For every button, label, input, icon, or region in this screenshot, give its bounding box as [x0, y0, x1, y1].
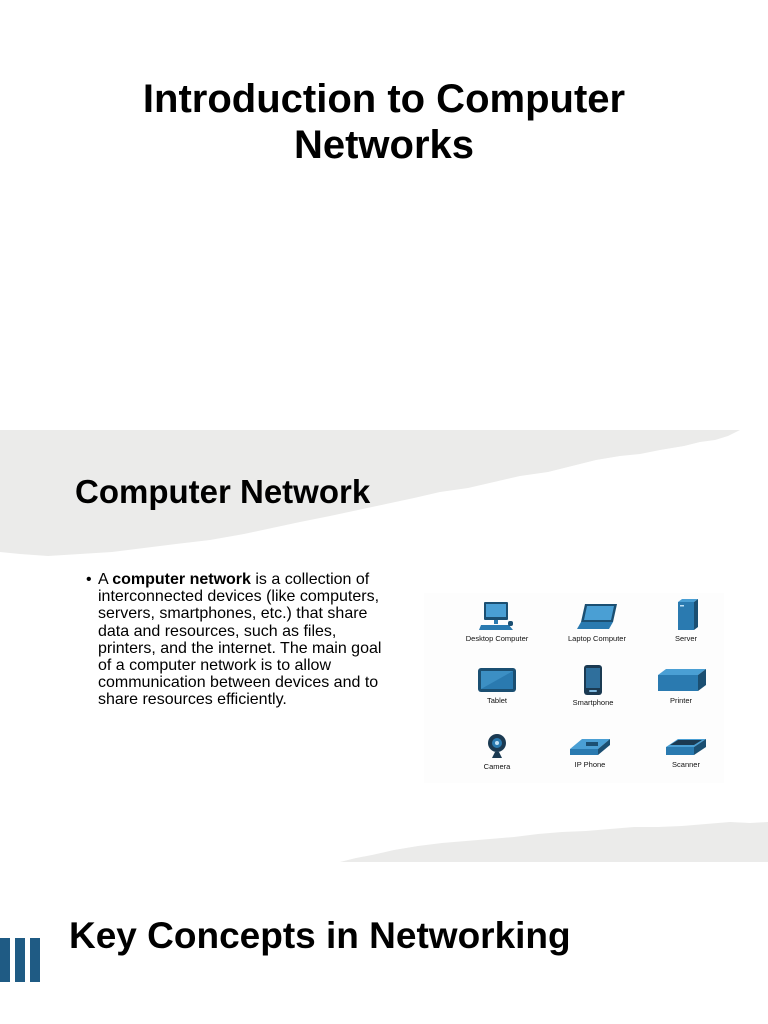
device-label: Camera — [483, 762, 511, 771]
device-ip-phone: IP Phone — [540, 735, 640, 769]
accent-bar — [15, 938, 25, 982]
device-label: Printer — [669, 696, 693, 705]
tablet-icon — [478, 668, 516, 692]
torn-paper-background — [0, 430, 768, 862]
device-printer: Printer — [631, 667, 731, 705]
title-slide: Introduction to Computer Networks — [0, 0, 768, 430]
device-label: Scanner — [672, 760, 700, 769]
device-label: Smartphone — [572, 698, 614, 707]
key-concepts-slide: Key Concepts in Networking — [0, 864, 768, 1024]
device-grid: Desktop Computer Laptop Computer Server — [424, 593, 724, 783]
computer-network-slide: Computer Network A computer network is a… — [0, 430, 768, 864]
accent-bar — [0, 938, 10, 982]
desktop-computer-icon — [479, 602, 513, 630]
device-label: Laptop Computer — [568, 634, 626, 643]
device-label: Tablet — [486, 696, 507, 705]
smartphone-icon — [584, 665, 602, 695]
ip-phone-icon — [570, 739, 610, 755]
device-smartphone: Smartphone — [543, 665, 643, 707]
accent-bars — [0, 938, 42, 982]
laptop-computer-icon — [577, 604, 617, 629]
bullet-list: A computer network is a collection of in… — [86, 571, 386, 709]
main-title-line1: Introduction to Computer — [142, 77, 626, 121]
printer-icon — [658, 669, 706, 691]
server-icon — [678, 599, 698, 630]
device-camera: Camera — [447, 733, 547, 771]
accent-bar — [30, 938, 40, 982]
bullet-text: is a collection of interconnected device… — [98, 571, 382, 709]
section-title: Computer Network — [75, 473, 371, 510]
device-label: Desktop Computer — [465, 634, 529, 643]
scanner-icon — [666, 739, 706, 755]
camera-icon — [488, 734, 506, 758]
bullet-prefix: A — [98, 571, 113, 588]
device-scanner: Scanner — [636, 735, 736, 769]
key-concepts-title: Key Concepts in Networking — [69, 915, 571, 956]
bullet-item: A computer network is a collection of in… — [86, 571, 386, 709]
device-label: IP Phone — [574, 760, 606, 769]
device-desktop: Desktop Computer — [447, 601, 547, 643]
device-server: Server — [636, 599, 736, 643]
device-laptop: Laptop Computer — [547, 601, 647, 643]
main-title: Introduction to Computer Networks — [0, 76, 768, 168]
device-label: Server — [674, 634, 698, 643]
device-tablet: Tablet — [447, 667, 547, 705]
main-title-line2: Networks — [293, 123, 475, 167]
bullet-bold-term: computer network — [112, 571, 251, 588]
